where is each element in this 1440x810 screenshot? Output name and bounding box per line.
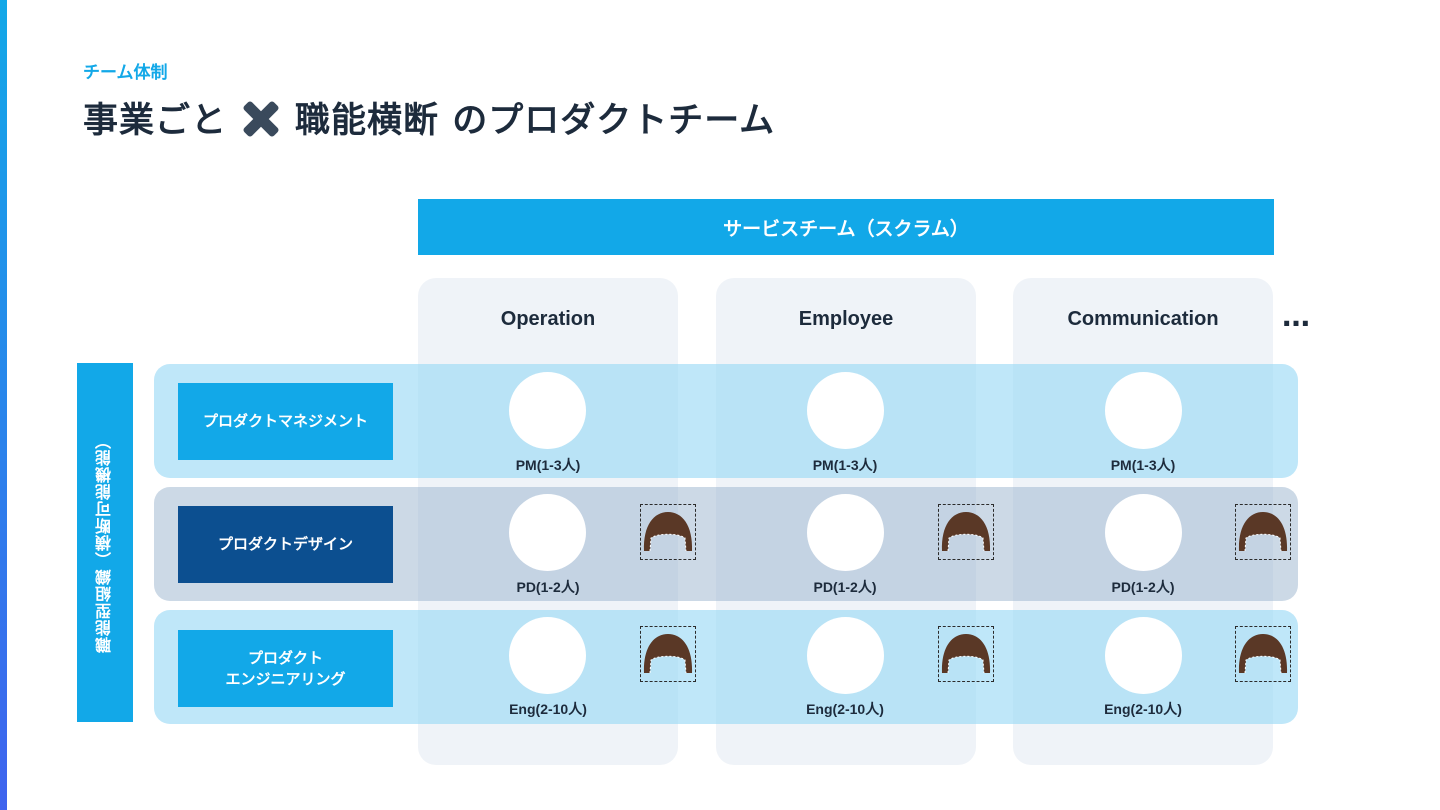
avatar [807, 372, 884, 449]
avatar [807, 494, 884, 571]
title-part-2: 職能横断 のプロダクトチーム [295, 101, 775, 141]
avatar [509, 494, 586, 571]
avatar [1105, 494, 1182, 571]
row-label-eng-line1: プロダクト [225, 648, 345, 668]
role-label-eng: Eng(2-10人) [1063, 699, 1223, 719]
avatar [1105, 617, 1182, 694]
row-label-pd: プロダクトデザイン [178, 506, 393, 583]
title-part-1: 事業ごと [83, 101, 227, 141]
avatar [509, 372, 586, 449]
role-label-pm: PM(1-3人) [1063, 455, 1223, 475]
role-label-eng: Eng(2-10人) [468, 699, 628, 719]
section-eyebrow: チーム体制 [83, 58, 168, 83]
column-title-operation: Operation [418, 278, 678, 360]
functional-org-label: 職能型組織（横断可能機能） [93, 432, 117, 653]
more-columns-indicator: … [1282, 300, 1311, 333]
left-accent-bar [0, 0, 7, 810]
role-label-eng: Eng(2-10人) [765, 699, 925, 719]
page-title: 事業ごと 職能横断 のプロダクトチーム [83, 92, 775, 143]
column-title-employee: Employee [716, 278, 976, 360]
row-label-eng-line2: エンジニアリング [225, 669, 345, 689]
hair-icon[interactable] [938, 626, 994, 682]
avatar [509, 617, 586, 694]
column-title-communication: Communication [1013, 278, 1273, 360]
row-label-pm-text: プロダクトマネジメント [203, 411, 368, 431]
avatar [1105, 372, 1182, 449]
role-label-pd: PD(1-2人) [1063, 577, 1223, 597]
hair-icon[interactable] [1235, 504, 1291, 560]
role-label-pd: PD(1-2人) [765, 577, 925, 597]
hair-icon[interactable] [1235, 626, 1291, 682]
cross-icon [239, 99, 283, 139]
service-team-banner: サービスチーム（スクラム） [418, 199, 1274, 255]
role-label-pm: PM(1-3人) [468, 455, 628, 475]
avatar [807, 617, 884, 694]
role-label-pm: PM(1-3人) [765, 455, 925, 475]
role-label-pd: PD(1-2人) [468, 577, 628, 597]
functional-org-banner: 職能型組織（横断可能機能） [77, 363, 133, 722]
hair-icon[interactable] [640, 504, 696, 560]
hair-icon[interactable] [640, 626, 696, 682]
row-label-pd-text: プロダクトデザイン [218, 534, 353, 554]
hair-icon[interactable] [938, 504, 994, 560]
service-team-label: サービスチーム（スクラム） [723, 214, 969, 241]
row-label-pm: プロダクトマネジメント [178, 383, 393, 460]
row-label-eng: プロダクト エンジニアリング [178, 630, 393, 707]
